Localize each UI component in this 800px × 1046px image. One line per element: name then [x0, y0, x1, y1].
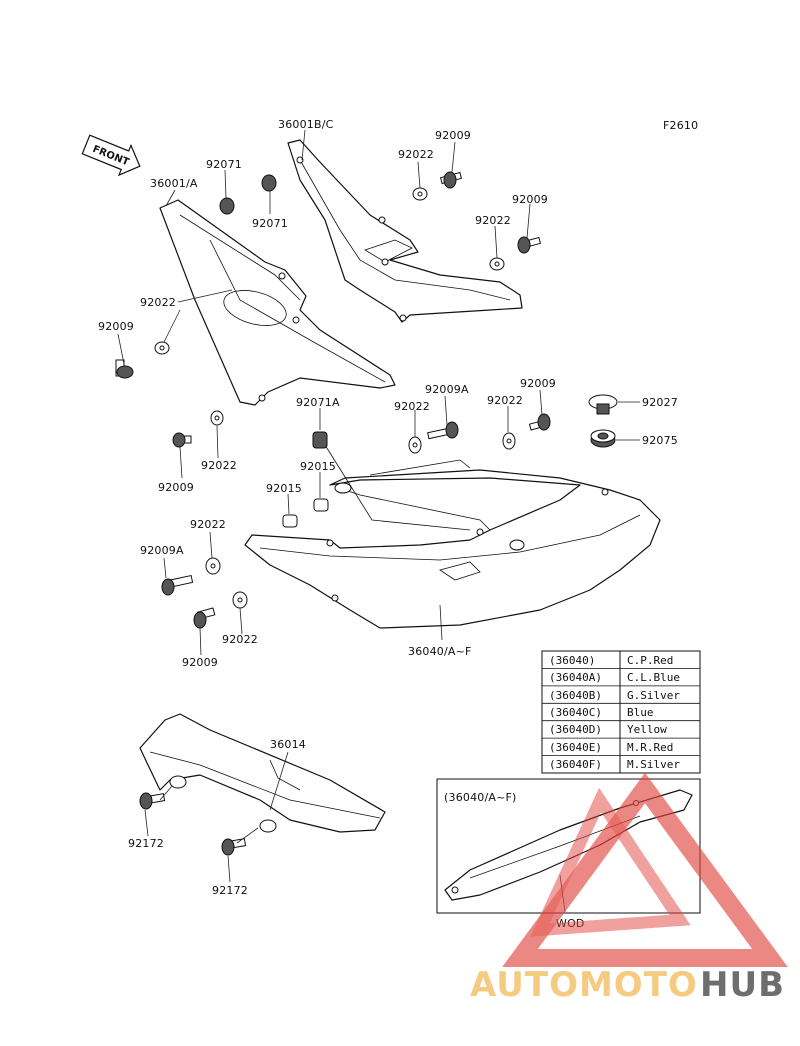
watermark-text-part2: HUB — [700, 965, 785, 1005]
collar-92071-b — [261, 174, 277, 192]
callout-92022: 92022 — [487, 394, 523, 407]
spacer-92015-b — [282, 514, 298, 528]
callout-92009: 92009 — [98, 320, 134, 333]
watermark-text-part1: AUTOMOTO — [470, 965, 698, 1005]
table-row-color: C.P.Red — [627, 654, 673, 667]
tail-cover — [244, 444, 661, 629]
callout-92022: 92022 — [475, 214, 511, 227]
callout-92015: 92015 — [266, 482, 302, 495]
inset-title: (36040/A~F) — [444, 791, 517, 804]
table-row-color: M.R.Red — [627, 741, 673, 754]
callout-92009: 92009 — [520, 377, 556, 390]
callout-36014: 36014 — [270, 738, 306, 751]
callout-92022: 92022 — [394, 400, 430, 413]
table-row-color: Blue — [627, 706, 654, 719]
callout-92022: 92022 — [190, 518, 226, 531]
bolt-92009-d — [172, 432, 192, 448]
callout-92071: 92071 — [206, 158, 242, 171]
table-row-color: G.Silver — [627, 689, 680, 702]
callout-92172: 92172 — [128, 837, 164, 850]
table-row-code: (36040C) — [549, 706, 602, 719]
hardware — [115, 171, 618, 856]
callout-92009: 92009 — [182, 656, 218, 669]
bolt-92009-b — [517, 236, 542, 254]
table-row-code: (36040B) — [549, 689, 602, 702]
side-cover-left — [159, 199, 396, 406]
bolt-92009-c — [115, 359, 134, 379]
table-row-color: M.Silver — [627, 758, 680, 771]
callout-36001a: 36001/A — [150, 177, 198, 190]
callout-36040a-f: 36040/A~F — [408, 645, 472, 658]
bolt-92009a-b — [161, 574, 194, 596]
callout-92009a: 92009A — [425, 383, 469, 396]
bolt-92172-b — [221, 838, 247, 856]
table-row-color: Yellow — [627, 723, 667, 736]
table-row-code: (36040) — [549, 654, 595, 667]
callout-92071a: 92071A — [296, 396, 340, 409]
bolt-92009-e — [528, 413, 551, 431]
grommet-92027 — [588, 394, 618, 415]
callout-92022: 92022 — [398, 148, 434, 161]
table-row-code: (36040E) — [549, 741, 602, 754]
callout-92009a: 92009A — [140, 544, 184, 557]
callout-92022: 92022 — [201, 459, 237, 472]
diagram-code: F2610 — [663, 119, 698, 132]
bolt-92009a-a — [427, 421, 459, 440]
bolt-92009-f — [193, 607, 216, 629]
callout-92009: 92009 — [512, 193, 548, 206]
table-row-color: C.L.Blue — [627, 671, 680, 684]
bolt-92009-a — [439, 171, 463, 189]
collar-92071a — [312, 431, 328, 449]
leader-lines — [117, 129, 640, 883]
table-row-code: (36040A) — [549, 671, 602, 684]
callout-92015: 92015 — [300, 460, 336, 473]
callout-92009: 92009 — [435, 129, 471, 142]
watermark-logo-icon — [502, 772, 788, 967]
callout-92022: 92022 — [140, 296, 176, 309]
color-table: (36040) C.P.Red (36040A) C.L.Blue (36040… — [541, 650, 701, 774]
damper-92075 — [590, 429, 616, 448]
callout-92027: 92027 — [642, 396, 678, 409]
callout-36001bc: 36001B/C — [278, 118, 334, 131]
front-arrow-icon: FRONT — [81, 134, 141, 177]
side-cover-right — [287, 139, 523, 323]
callout-92071: 92071 — [252, 217, 288, 230]
table-row-code: (36040F) — [549, 758, 602, 771]
callout-92022: 92022 — [222, 633, 258, 646]
watermark: AUTOMOTO HUB — [470, 772, 788, 1005]
callout-92009: 92009 — [158, 481, 194, 494]
callout-92075: 92075 — [642, 434, 678, 447]
spacer-92015-a — [313, 498, 329, 512]
callout-labels: 36001B/C 92009 92071 92022 36001/A 92009… — [98, 118, 678, 897]
table-row-code: (36040D) — [549, 723, 602, 736]
chain-cover — [139, 713, 386, 833]
callout-92172: 92172 — [212, 884, 248, 897]
bolt-92172-a — [139, 792, 166, 810]
collar-92071-a — [219, 197, 235, 215]
